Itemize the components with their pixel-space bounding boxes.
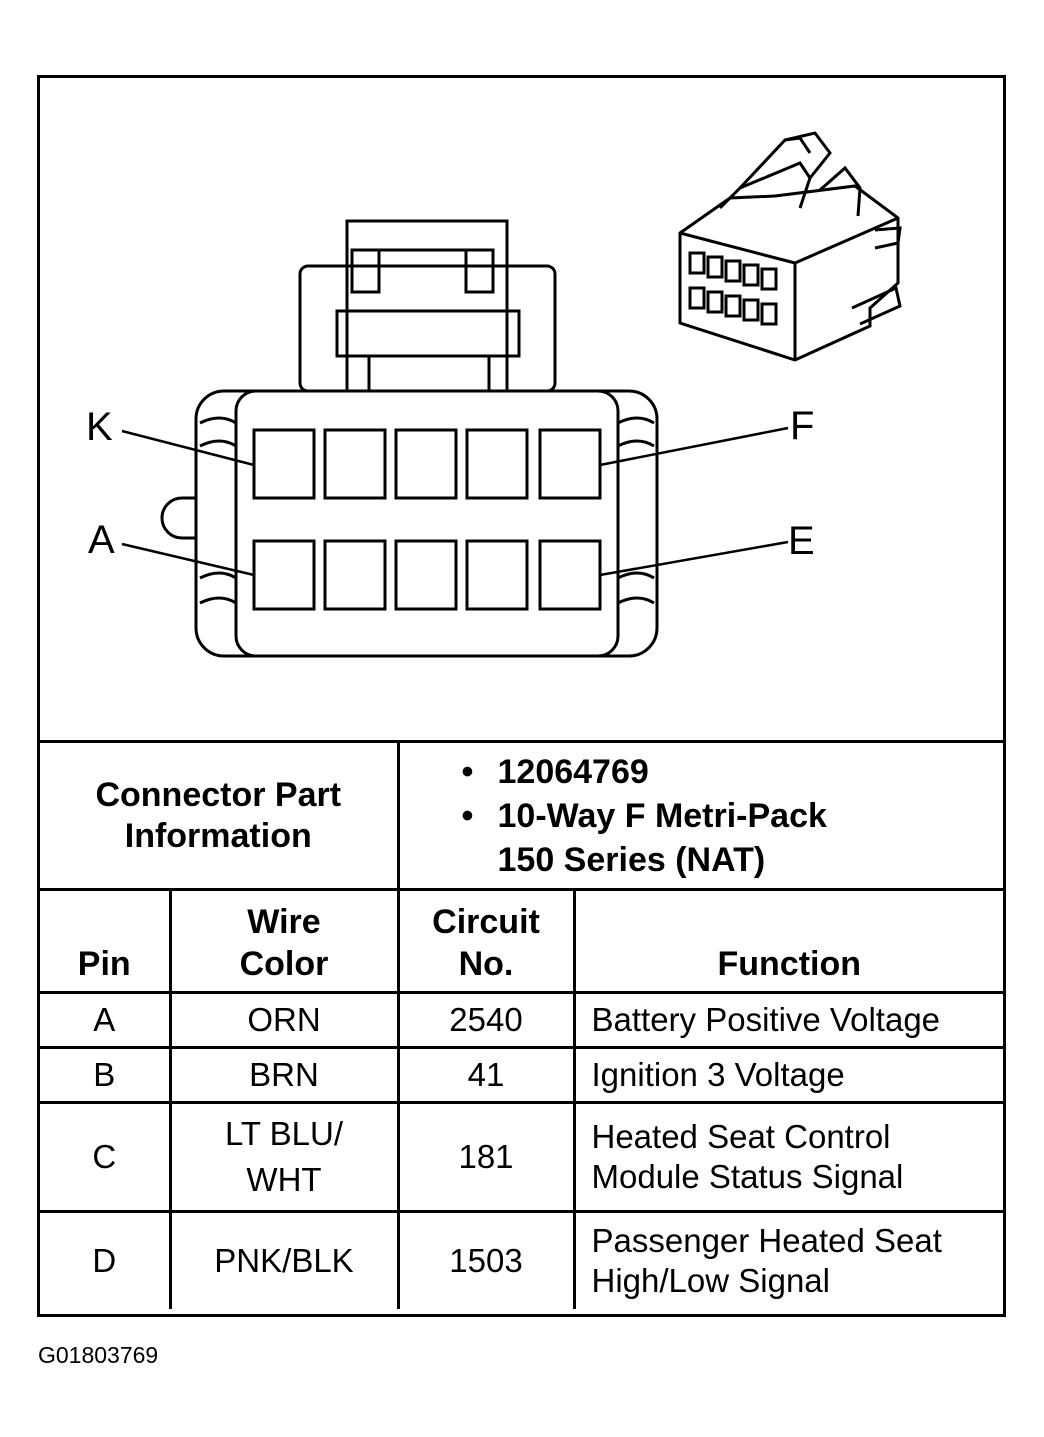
cavity-k	[252, 428, 316, 500]
part-number-item: •12064769	[461, 752, 649, 791]
header-function: Function	[572, 888, 1003, 994]
connector-body	[160, 389, 659, 658]
header-pin: Pin	[40, 888, 172, 994]
figure-reference-id: G01803769	[38, 1342, 159, 1368]
connector-part-info-label: Connector Part Information	[40, 740, 400, 891]
pin-label-a: A	[88, 518, 115, 562]
pin-cell: A	[40, 991, 172, 1049]
pin-label-f: F	[790, 404, 815, 448]
cavity-e	[538, 539, 602, 611]
wire-color-cell: PNK/BLK	[168, 1210, 400, 1309]
connector-latch	[298, 219, 557, 393]
table-row: B BRN 41 Ignition 3 Voltage	[40, 1046, 1003, 1104]
pin-cell: B	[40, 1046, 172, 1104]
function-cell: Heated Seat Control Module Status Signal	[572, 1101, 1003, 1213]
cavity-a	[252, 539, 316, 611]
connector-pinout-table: Connector Part Information •12064769 •10…	[40, 740, 1003, 1309]
wire-color-cell: LT BLU/ WHT	[168, 1101, 400, 1213]
leader-lines	[121, 426, 789, 577]
circuit-no-cell: 41	[396, 1046, 576, 1104]
pin-label-e: E	[788, 519, 815, 563]
connector-diagram	[121, 131, 902, 658]
circuit-no-cell: 181	[396, 1101, 576, 1213]
pin-cell: C	[40, 1101, 172, 1213]
table-header-row: Pin Wire Color Circuit No. Function	[40, 888, 1003, 994]
connector-isometric-view	[678, 131, 902, 362]
table-row: C LT BLU/ WHT 181 Heated Seat Control Mo…	[40, 1101, 1003, 1213]
wire-color-cell: ORN	[168, 991, 400, 1049]
circuit-no-cell: 2540	[396, 991, 576, 1049]
function-cell: Battery Positive Voltage	[572, 991, 1003, 1049]
pin-cell: D	[40, 1210, 172, 1309]
circuit-no-cell: 1503	[396, 1210, 576, 1309]
table-row: A ORN 2540 Battery Positive Voltage	[40, 991, 1003, 1049]
connector-figure-frame: K F A E Connector Part Information •1206…	[37, 75, 1006, 1317]
connector-part-info-row: Connector Part Information •12064769 •10…	[40, 740, 1003, 891]
pin-cavities	[252, 428, 602, 611]
connector-part-info-list: •12064769 •10-Way F Metri-Pack 150 Serie…	[396, 740, 1003, 891]
function-cell: Passenger Heated Seat High/Low Signal	[572, 1210, 1003, 1309]
pin-label-k: K	[86, 405, 113, 449]
table-row: D PNK/BLK 1503 Passenger Heated Seat Hig…	[40, 1210, 1003, 1309]
function-cell: Ignition 3 Voltage	[572, 1046, 1003, 1104]
wire-color-cell: BRN	[168, 1046, 400, 1104]
cavity-f	[538, 428, 602, 500]
connector-type-item: •10-Way F Metri-Pack 150 Series (NAT)	[461, 796, 827, 879]
header-circuit-no: Circuit No.	[396, 888, 576, 994]
header-wire-color: Wire Color	[168, 888, 400, 994]
